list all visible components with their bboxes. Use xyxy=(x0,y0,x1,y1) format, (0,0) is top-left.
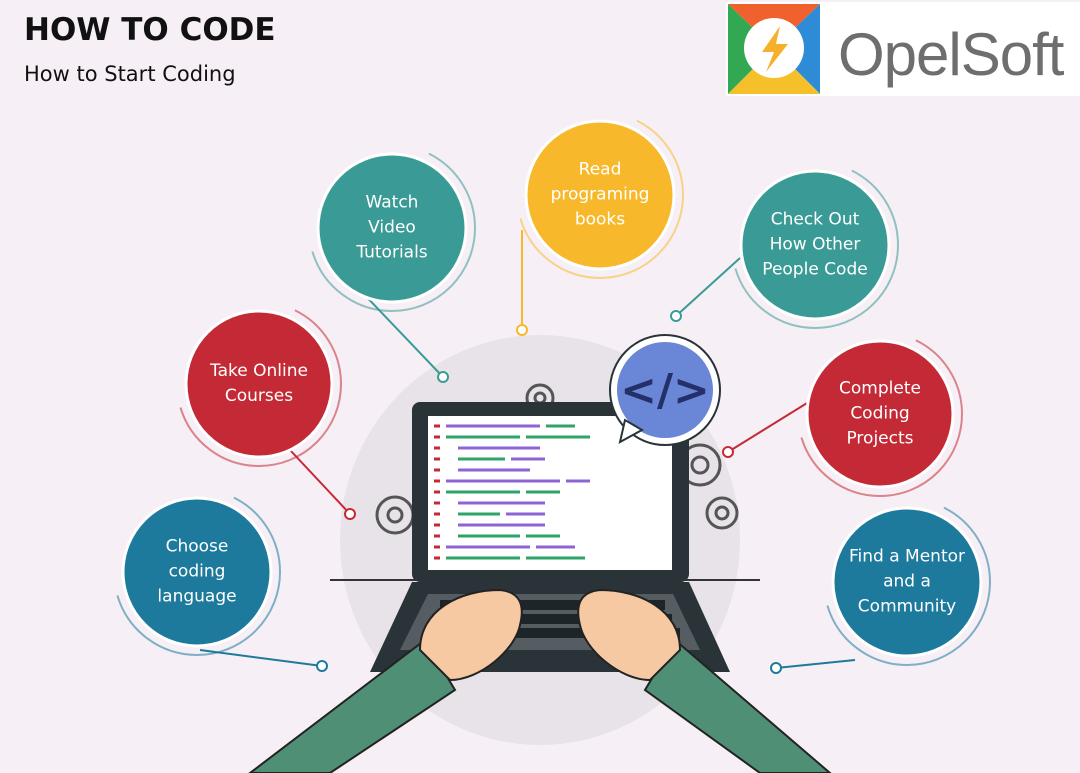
connector-lines xyxy=(199,230,856,669)
node-label-line: Watch xyxy=(365,192,419,213)
node-label-line: Find a Mentor xyxy=(848,546,965,567)
node-label-line: How Other xyxy=(769,234,861,255)
node-circle-watch xyxy=(316,152,468,304)
node-label-line: and a xyxy=(883,571,931,592)
page-subtitle: How to Start Coding xyxy=(24,62,236,86)
node-label-line: Coding xyxy=(850,403,910,424)
node-label-language: Choose coding language xyxy=(122,535,272,610)
node-label-line: Take Online xyxy=(210,361,308,381)
node-circle-mentor xyxy=(831,506,983,658)
node-label-line: language xyxy=(157,586,237,607)
node-label-line: books xyxy=(574,209,626,230)
node-label-line: programing xyxy=(550,184,650,205)
node-ring-language xyxy=(113,488,281,656)
node-label-line: Tutorials xyxy=(356,242,428,263)
svg-text:</>: </> xyxy=(620,365,710,416)
node-ring-check xyxy=(731,161,899,329)
node-label-read: Read programing books xyxy=(525,158,675,233)
node-circle-check xyxy=(739,169,891,321)
node-ring-watch xyxy=(308,144,476,312)
node-label-line: Community xyxy=(857,596,957,617)
node-label-line: People Code xyxy=(762,259,868,280)
node-circle-read xyxy=(524,119,676,271)
node-ring-read xyxy=(516,111,684,279)
logo-text: OpelSoft xyxy=(838,21,1064,88)
node-label-line: Complete xyxy=(839,378,921,399)
node-ring-online xyxy=(176,301,342,467)
code-brackets-icon: </> xyxy=(609,334,721,446)
node-label-line: Choose xyxy=(165,536,229,557)
node-label-line: Courses xyxy=(224,386,294,406)
node-label-line: coding xyxy=(168,561,226,582)
page-title: HOW TO CODE xyxy=(24,12,276,48)
node-circle-language xyxy=(121,496,273,648)
node-label-line: Check Out xyxy=(770,209,860,230)
node-label-mentor: Find a Mentor and a Community xyxy=(832,545,982,620)
node-label-line: Read xyxy=(578,159,622,180)
connector-dots xyxy=(316,310,782,674)
node-circle-online xyxy=(184,309,334,459)
node-ring-mentor xyxy=(823,498,991,666)
node-label-line: Projects xyxy=(846,428,914,449)
lightning-bolt-icon xyxy=(728,4,820,94)
hands-icon xyxy=(248,588,832,773)
node-ring-projects xyxy=(797,331,963,497)
node-circle-projects xyxy=(805,339,955,489)
node-label-line: Video xyxy=(368,217,416,238)
